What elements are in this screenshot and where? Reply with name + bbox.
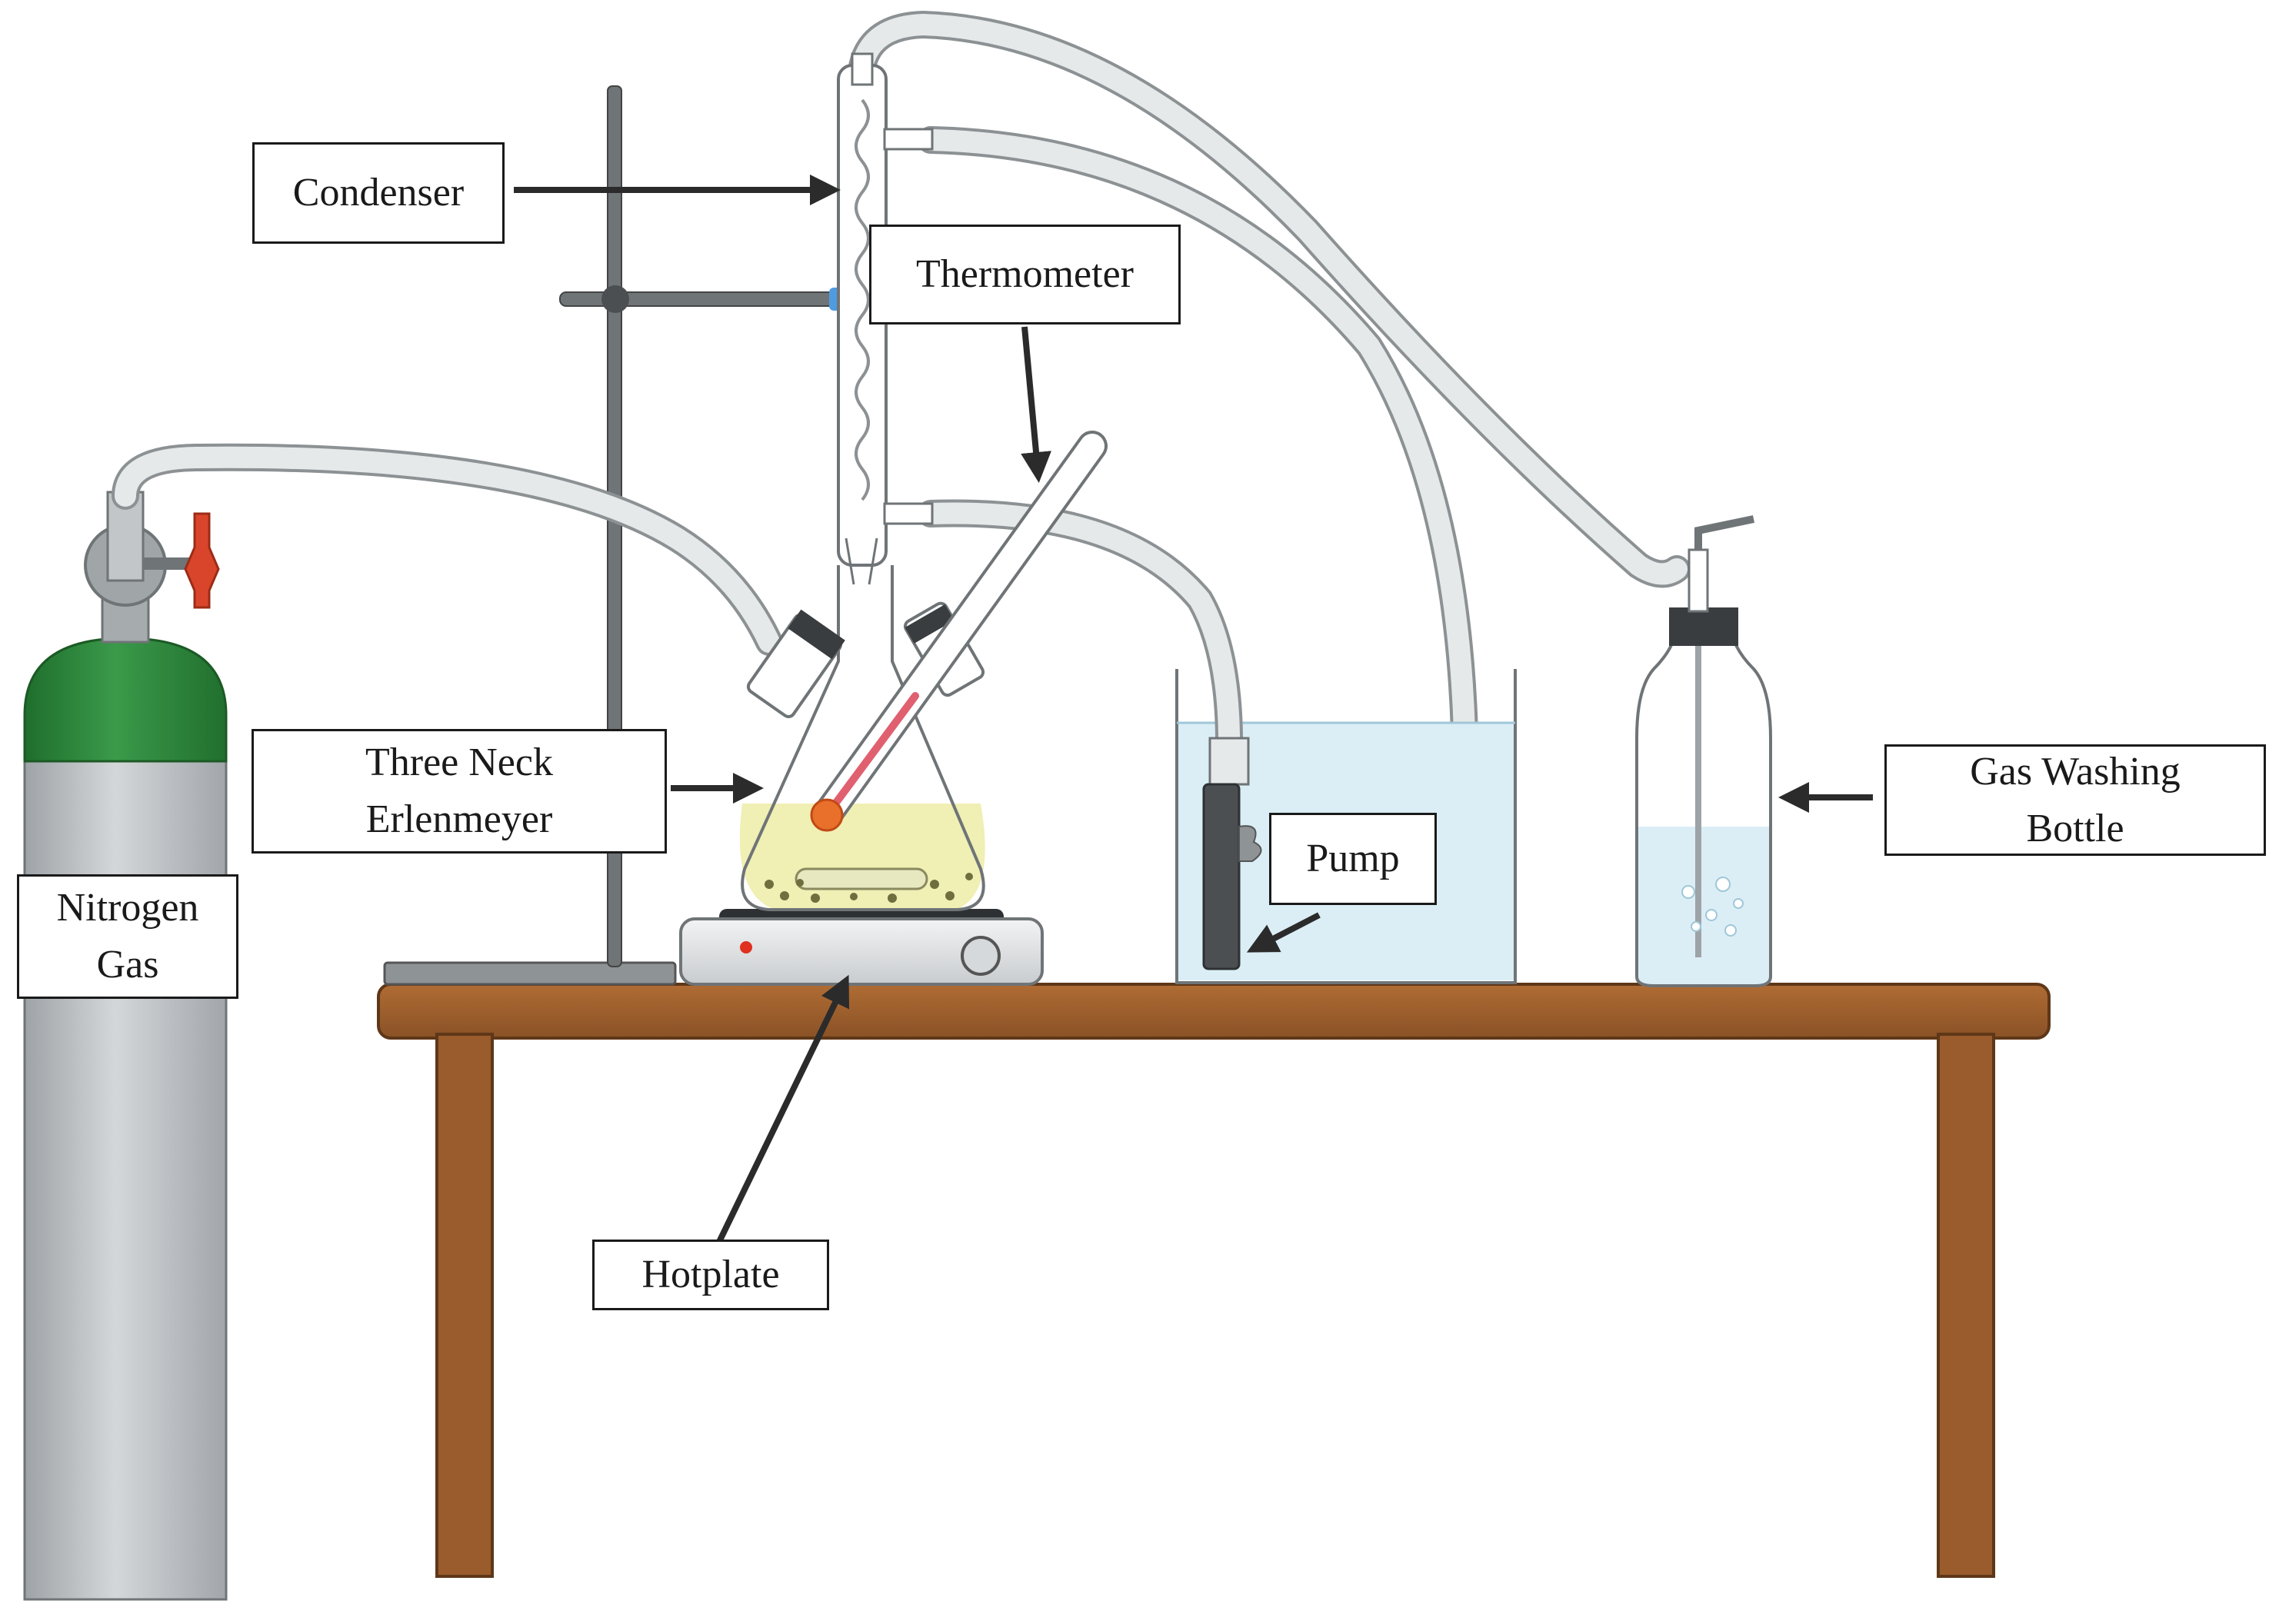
nitrogen-cylinder-icon	[23, 491, 228, 1601]
thermometer-label: Thermometer	[916, 252, 1134, 296]
condenser-label: Condenser	[292, 171, 465, 215]
washing-label-line1: Gas Washing	[1970, 749, 2181, 794]
lab-table-icon	[377, 983, 2051, 1578]
flask-label-line2: Erlenmeyer	[365, 797, 553, 841]
label-hotplate: Hotplate	[592, 1240, 829, 1310]
nitrogen-label-line1: Nitrogen	[56, 886, 199, 930]
hotplate-icon	[679, 909, 1044, 986]
thermometer-arrow-icon	[1021, 326, 1051, 483]
valve-icon	[184, 512, 220, 609]
label-thermometer: Thermometer	[869, 225, 1181, 324]
pump-arrow-icon	[1246, 912, 1321, 953]
hotplate-arrow-icon	[716, 974, 850, 1243]
condenser-icon	[837, 52, 934, 585]
pump-label: Pump	[1306, 837, 1400, 880]
pump-icon	[1202, 737, 1262, 970]
three-neck-flask-icon	[739, 565, 985, 911]
nitrogen-label-line2: Gas	[96, 943, 159, 987]
washing-label-line2: Bottle	[2026, 806, 2124, 850]
hotplate-label: Hotplate	[641, 1253, 780, 1296]
label-nitrogen-gas: Nitrogen Gas	[17, 874, 238, 999]
label-pump: Pump	[1269, 813, 1437, 905]
label-three-neck-erlenmeyer: Three Neck Erlenmeyer	[252, 729, 667, 854]
thermometer-icon	[810, 431, 1108, 832]
label-gas-washing-bottle: Gas Washing Bottle	[1884, 744, 2266, 856]
nitrogen-tube-icon	[112, 443, 783, 656]
label-condenser: Condenser	[252, 142, 505, 244]
gas-washing-bottle-icon	[1635, 515, 1772, 987]
arrows	[514, 175, 1873, 1243]
flask-label-line1: Three Neck	[365, 740, 553, 784]
